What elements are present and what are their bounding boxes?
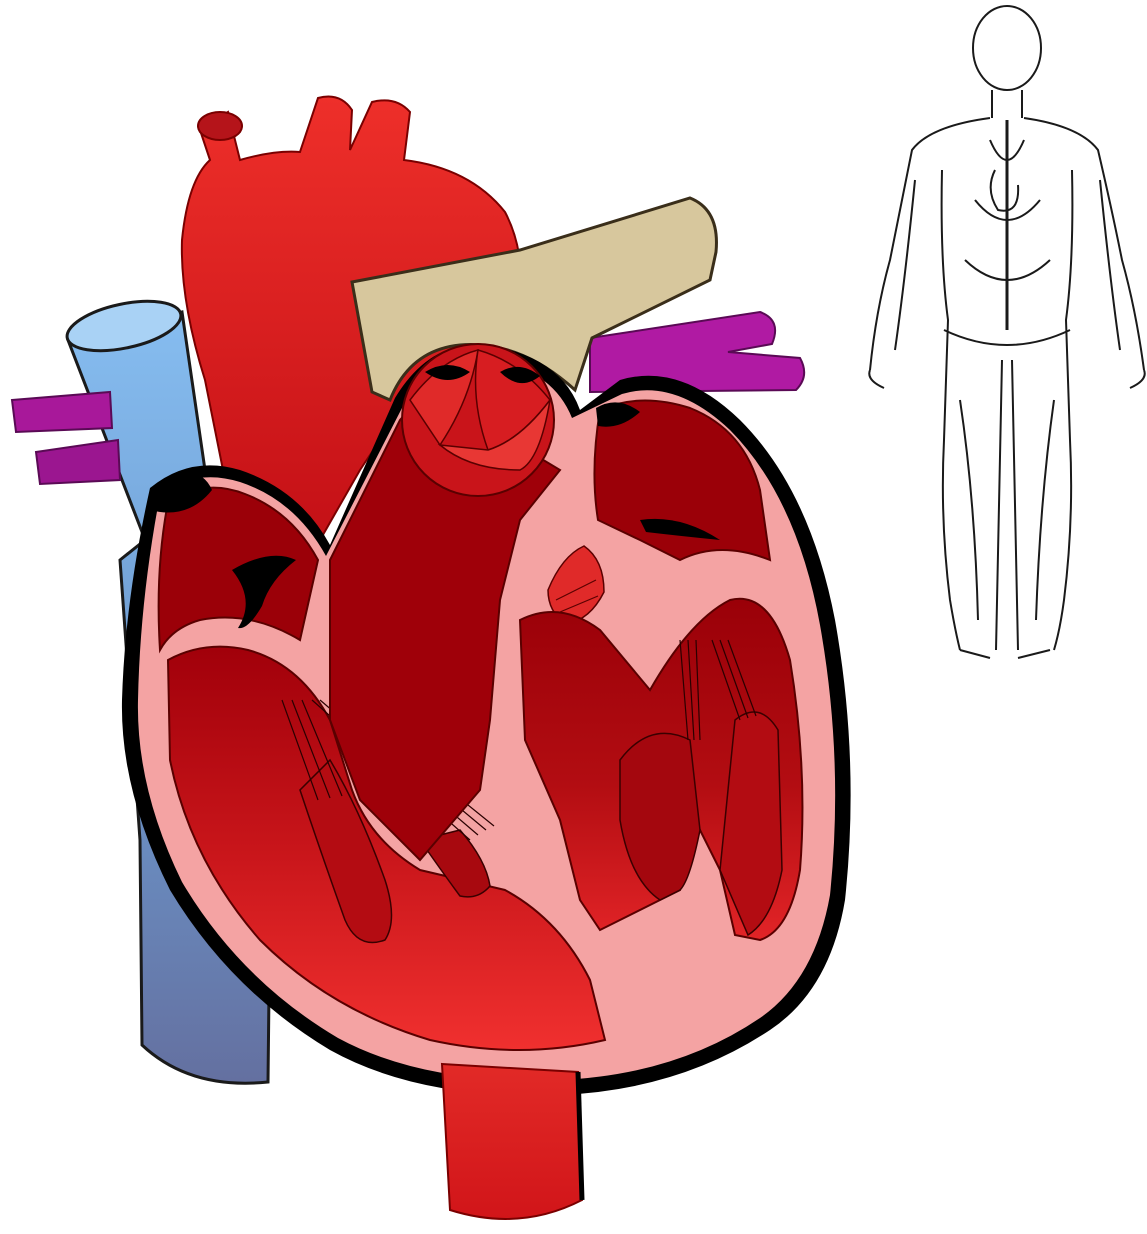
descending-aorta [442, 1064, 582, 1219]
human-figure-icon [869, 6, 1144, 658]
aortic-valve [402, 344, 554, 496]
pulmonary-veins-left [12, 392, 120, 484]
